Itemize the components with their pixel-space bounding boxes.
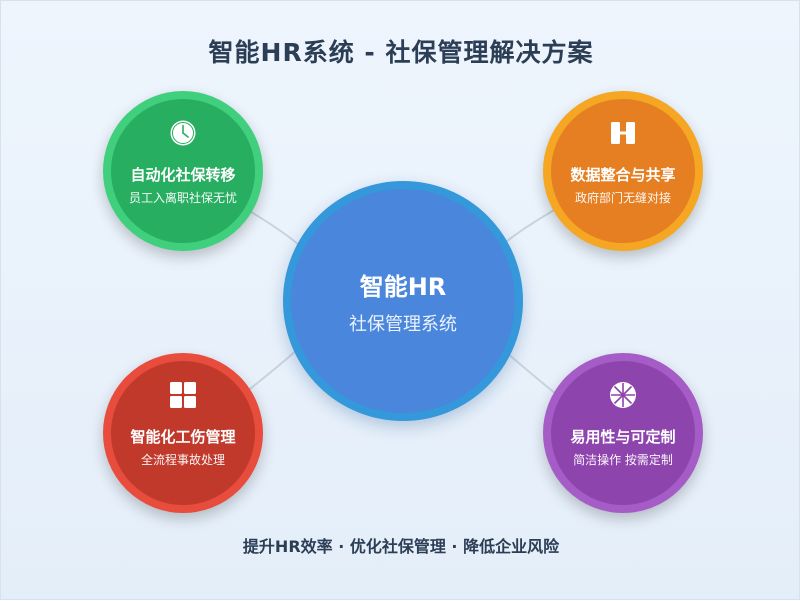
hub-circle: 智能HR 社保管理系统 — [283, 181, 523, 421]
node-title: 智能化工伤管理 — [130, 428, 236, 446]
hub-subtitle: 社保管理系统 — [349, 314, 457, 335]
node-subtitle: 简洁操作 按需定制 — [573, 453, 673, 467]
footer-slogan: 提升HR效率 · 优化社保管理 · 降低企业风险 — [242, 537, 560, 556]
node-title: 自动化社保转移 — [130, 166, 236, 184]
page-title: 智能HR系统 - 社保管理解决方案 — [208, 38, 594, 67]
data-link-icon — [611, 122, 635, 144]
node-data-integration: 数据整合与共享 政府部门无缝对接 — [543, 91, 703, 251]
wheel-icon — [610, 382, 636, 408]
node-subtitle: 政府部门无缝对接 — [574, 191, 671, 205]
node-usability-customization: 易用性与可定制 简洁操作 按需定制 — [543, 353, 703, 513]
hub-title: 智能HR — [359, 273, 447, 301]
node-work-injury-management: 智能化工伤管理 全流程事故处理 — [103, 353, 263, 513]
clock-icon — [170, 120, 196, 146]
node-subtitle: 员工入离职社保无忧 — [128, 191, 237, 205]
node-social-security-transfer: 自动化社保转移 员工入离职社保无忧 — [103, 91, 263, 251]
node-subtitle: 全流程事故处理 — [140, 453, 225, 467]
node-title: 易用性与可定制 — [570, 428, 676, 446]
grid-icon — [170, 382, 196, 408]
node-title: 数据整合与共享 — [570, 166, 676, 184]
